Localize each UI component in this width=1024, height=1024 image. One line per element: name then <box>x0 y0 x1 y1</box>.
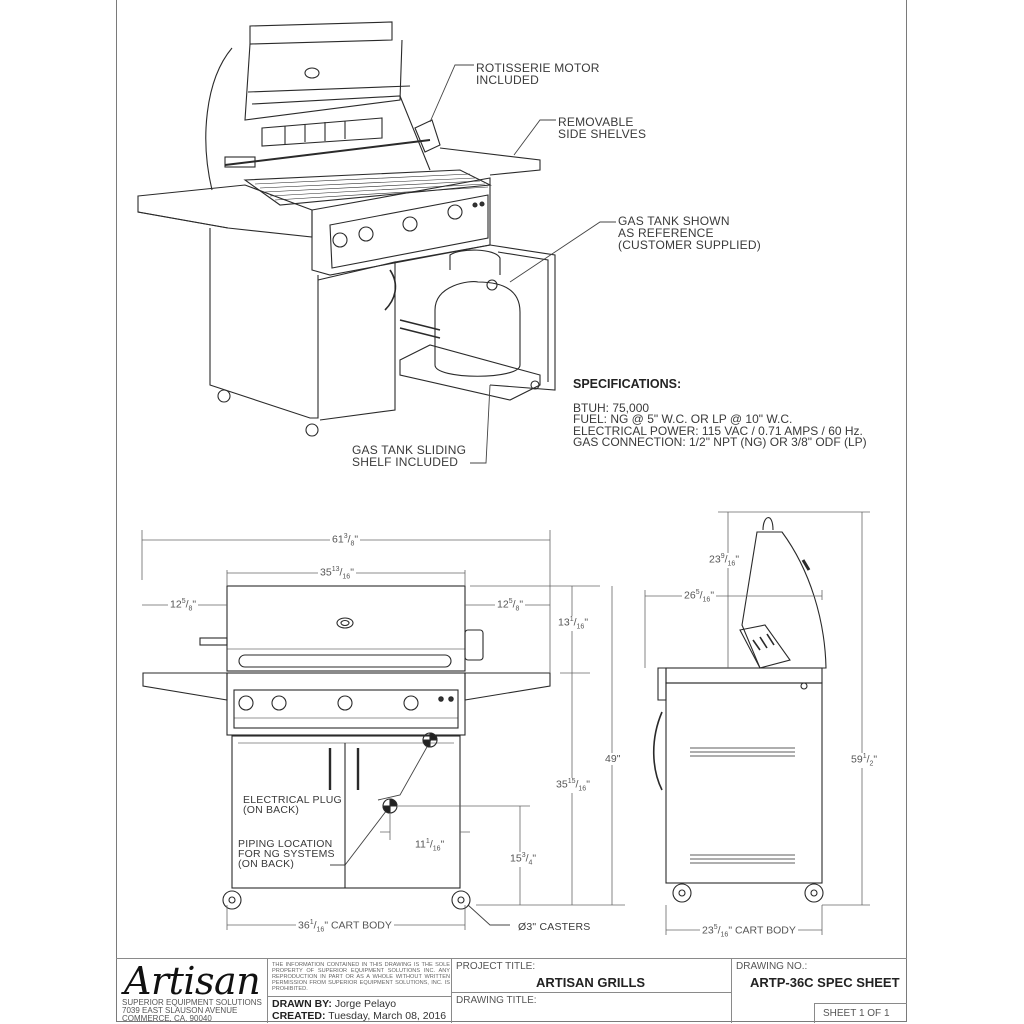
callout-electrical-plug: ELECTRICAL PLUG(ON BACK) <box>243 794 342 816</box>
title-block-author-cell: DRAWN BY: Jorge Pelayo CREATED: Tuesday,… <box>268 997 452 1023</box>
dim-hood-open-height: 239/16" <box>707 553 742 568</box>
project-title-cell: PROJECT TITLE: ARTISAN GRILLS <box>452 959 732 993</box>
spec-electrical: ELECTRICAL POWER: 115 VAC / 0.71 AMPS / … <box>573 423 863 438</box>
front-view-grill <box>142 585 551 910</box>
specifications-heading: SPECIFICATIONS: <box>573 377 682 391</box>
artisan-logo: Artisan <box>124 959 261 1003</box>
dim-counter-height: 3515/16" <box>554 778 592 793</box>
created-date-value: Tuesday, March 08, 2016 <box>328 1010 447 1022</box>
side-view-grill <box>652 517 827 903</box>
title-block-notice-cell: THE INFORMATION CONTAINED IN THIS DRAWIN… <box>268 959 452 997</box>
drawn-by-value: Jorge Pelayo <box>334 998 397 1010</box>
drawing-sheet-frame <box>116 0 907 1022</box>
dim-right-shelf: 125/8" <box>495 598 526 613</box>
specifications-block: SPECIFICATIONS: BTUH: 75,000 FUEL: NG @ … <box>573 377 867 449</box>
dim-left-shelf: 125/8" <box>168 598 199 613</box>
sheet-number-cell: SHEET 1 OF 1 <box>814 1003 907 1023</box>
side-dimension-lines <box>644 511 870 935</box>
dim-side-cart-body: 235/16" CART BODY <box>700 924 798 939</box>
sheet-number: SHEET 1 OF 1 <box>823 1008 890 1019</box>
proprietary-notice: THE INFORMATION CONTAINED IN THIS DRAWIN… <box>272 962 450 992</box>
callout-casters: Ø3" CASTERS <box>518 921 591 933</box>
dim-hood-height: 131/16" <box>556 616 591 631</box>
isometric-grill-illustration <box>137 21 556 437</box>
dim-overall-width: 613/8" <box>330 533 361 548</box>
project-title-value: ARTISAN GRILLS <box>536 975 646 990</box>
drawing-title-cell: DRAWING TITLE: <box>452 993 732 1023</box>
drawing-number-value: ARTP-36C SPEC SHEET <box>750 975 900 990</box>
dim-overall-height: 591/2" <box>849 753 880 768</box>
dim-front-cart-body: 361/16" CART BODY <box>296 919 394 934</box>
dim-plug-offset: 111/16" <box>413 838 447 853</box>
drawing-number-cell: DRAWING NO.: ARTP-36C SPEC SHEET SHEET 1… <box>732 959 907 1023</box>
dim-hood-width: 3513/16" <box>318 566 356 581</box>
dim-total-height: 49" <box>603 753 623 765</box>
dim-piping-height: 153/4" <box>508 852 539 867</box>
spec-btuh: BTUH: 75,000 <box>573 400 650 415</box>
dim-side-depth: 265/16" <box>682 589 717 604</box>
spec-fuel: FUEL: NG @ 5" W.C. OR LP @ 10" W.C. <box>573 412 793 426</box>
spec-gas-connection: GAS CONNECTION: 1/2" NPT (NG) OR 3/8" OD… <box>573 435 867 449</box>
front-dimension-lines <box>141 530 625 930</box>
